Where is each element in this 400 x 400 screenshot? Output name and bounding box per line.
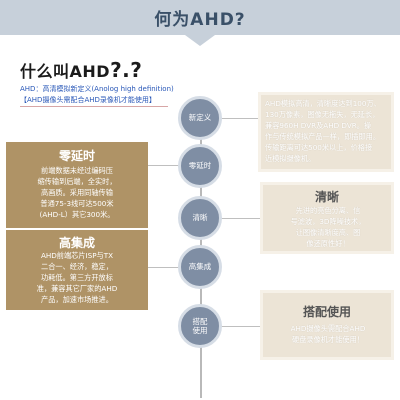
heading-divider (20, 106, 168, 107)
card-integration-text: AHD前端芯片ISP与TX 二合一、经济，稳定， 功耗低。第三方开放标 准，兼容… (12, 250, 142, 305)
card-integration-title: 高集成 (58, 236, 95, 250)
text-line: AHD模拟高清，清晰度达到100万、 (265, 99, 381, 108)
text-line: 准，兼容其它厂家的AHD (36, 284, 118, 293)
connector-zero-delay (148, 165, 184, 166)
node-label: 搭配 使用 (192, 316, 208, 335)
node-label: 清晰 (192, 213, 208, 223)
card-clear-text: 先进的亮色分离、信 号滤波，3D降噪技术， 让图像清晰度高、图 像还原性好！ (267, 205, 389, 249)
text-line: 近模拟摄像机。 (265, 154, 316, 163)
card-zero-delay: 零延时 前端数据未经过编码压 缩传输到后端，全实时， 高画质。采用同轴传输 普通… (6, 142, 148, 228)
timeline-node-clear: 清晰 (178, 196, 222, 240)
card-zero-delay-text: 前端数据未经过编码压 缩传输到后端，全实时， 高画质。采用同轴传输 普通75-3… (12, 165, 142, 220)
text-line: (AHD-L）其它300米。 (39, 210, 115, 219)
timeline-node-pairing: 搭配 使用 (178, 304, 222, 348)
card-definition-text: AHD模拟高清，清晰度达到100万、 130万像素，图像无拖失，无延长， 兼容9… (265, 98, 389, 164)
card-pairing-text: AHD摄像头需配合AHD 硬盘录像机才能使用！ (267, 323, 389, 345)
text-line: AHD摄像头需配合AHD (290, 324, 366, 333)
banner-title: 何为AHD? (154, 10, 246, 30)
text-line: AHD前端芯片ISP与TX (40, 251, 114, 260)
node-label: 零延时 (188, 161, 212, 171)
connector-clear (220, 218, 262, 219)
card-integration: 高集成 AHD前端芯片ISP与TX 二合一、经济，稳定， 功耗低。第三方开放标 … (6, 230, 148, 310)
header-banner (0, 0, 400, 35)
connector-definition (220, 118, 260, 119)
banner-notch (185, 35, 215, 46)
text-line: 传输距离可达500米以上，价格接 (265, 143, 373, 152)
card-pairing: 搭配使用 AHD摄像头需配合AHD 硬盘录像机才能使用！ (260, 290, 394, 360)
timeline-node-definition: 新定义 (178, 96, 222, 140)
text-line: 像还原性好！ (306, 239, 350, 248)
card-zero-delay-title: 零延时 (58, 149, 95, 163)
text-line: 普通75-3线可达500米 (40, 199, 114, 208)
timeline-node-zero-delay: 零延时 (178, 144, 222, 188)
page-heading: 什么叫AHD?.? (20, 58, 142, 82)
text-line: 功耗低。第三方开放标 (41, 273, 113, 282)
node-label: 新定义 (188, 113, 212, 123)
card-pairing-title: 搭配使用 (302, 305, 351, 319)
text-line: 作与传统模拟产品一样，即插即用。 (265, 132, 381, 141)
text-line: 先进的亮色分离、信 (295, 206, 361, 215)
timeline-node-integration: 高集成 (178, 245, 222, 289)
text-line: 130万像素，图像无拖失，无延长， (265, 110, 380, 119)
text-line: 高画质。采用同轴传输 (41, 188, 113, 197)
text-line: 兼容960H DVR及AHD DVR。操 (265, 121, 372, 130)
text-line: 号滤波，3D降噪技术， (290, 217, 366, 226)
text-line: 让图像清晰度高、图 (295, 228, 361, 237)
heading-text: 什么叫AHD (20, 62, 111, 81)
connector-pairing (220, 326, 262, 327)
text-line: 二合一、经济，稳定， (41, 262, 113, 271)
card-definition: AHD模拟高清，清晰度达到100万、 130万像素，图像无拖失，无延长， 兼容9… (258, 92, 394, 172)
text-line: 硬盘录像机才能使用！ (292, 335, 364, 344)
definition-subtitle: AHD：高清模拟新定义(Anolog high definition) (20, 85, 174, 93)
node-label: 高集成 (188, 262, 212, 272)
usage-note: 【AHD摄像头需配合AHD录像机才能使用】 (20, 96, 156, 104)
text-line: 缩传输到后端，全实时， (37, 177, 117, 186)
heading-marks: ?.? (110, 58, 143, 82)
card-clear: 清晰 先进的亮色分离、信 号滤波，3D降噪技术， 让图像清晰度高、图 像还原性好… (260, 182, 394, 254)
text-line: 前端数据未经过编码压 (41, 166, 113, 175)
connector-integration (148, 267, 184, 268)
text-line: 产品，加速市场推进。 (41, 295, 113, 304)
card-clear-title: 清晰 (314, 190, 339, 204)
